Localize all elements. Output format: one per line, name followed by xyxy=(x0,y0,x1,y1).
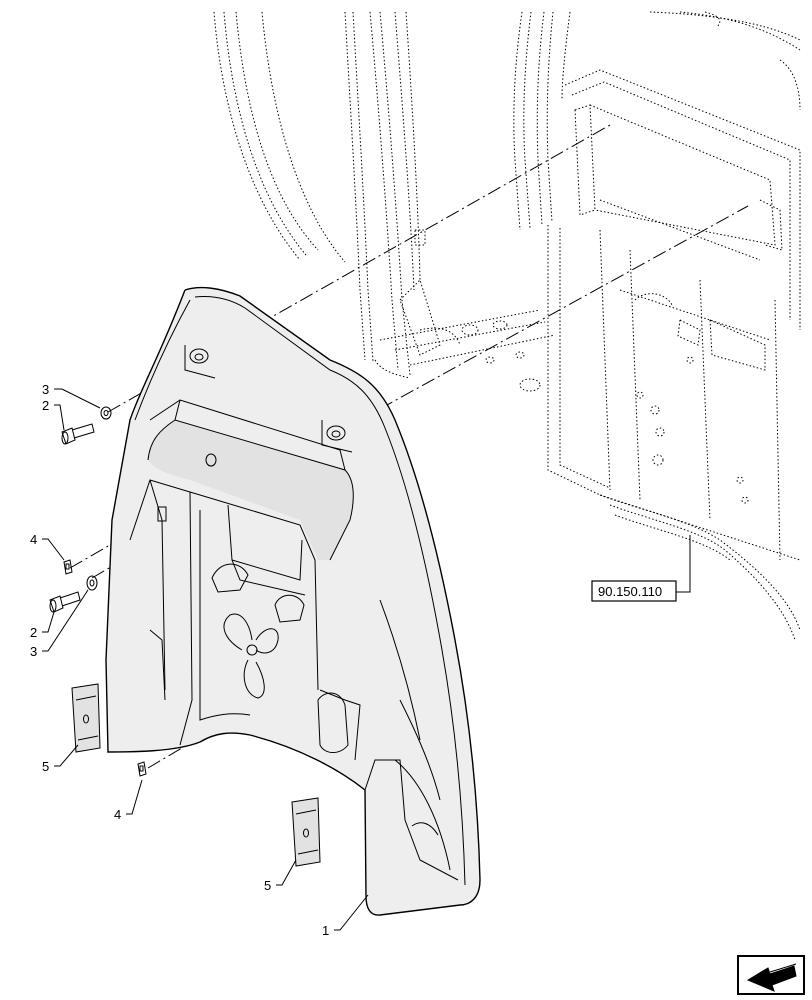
callout-5-lower: 5 xyxy=(264,878,271,893)
screw-lower xyxy=(49,591,81,613)
clip-left xyxy=(71,683,101,753)
callout-2-lower: 2 xyxy=(30,625,37,640)
arrow-left-icon[interactable] xyxy=(737,955,805,995)
clip-lower xyxy=(291,797,321,867)
callout-3-upper: 3 xyxy=(42,382,49,397)
callout-leaders xyxy=(42,388,691,931)
seat-back-cover xyxy=(105,286,481,916)
callout-1: 1 xyxy=(322,923,329,938)
screw-upper xyxy=(61,423,95,445)
washer-upper xyxy=(100,406,112,420)
callout-2-upper: 2 xyxy=(42,398,49,413)
callout-4-lower: 4 xyxy=(114,807,121,822)
clip-nut-upper xyxy=(63,559,73,575)
clip-nut-lower xyxy=(137,761,147,777)
cab-structure xyxy=(213,11,801,641)
callout-labels: 3 2 4 2 3 5 4 5 1 xyxy=(30,382,329,938)
washer-lower xyxy=(86,575,98,591)
reference-label: 90.150.110 xyxy=(598,584,662,599)
callout-3-lower: 3 xyxy=(30,644,37,659)
callout-5-left: 5 xyxy=(42,759,49,774)
reference-link[interactable]: 90.150.110 xyxy=(591,580,677,602)
callout-4-upper: 4 xyxy=(30,532,37,547)
